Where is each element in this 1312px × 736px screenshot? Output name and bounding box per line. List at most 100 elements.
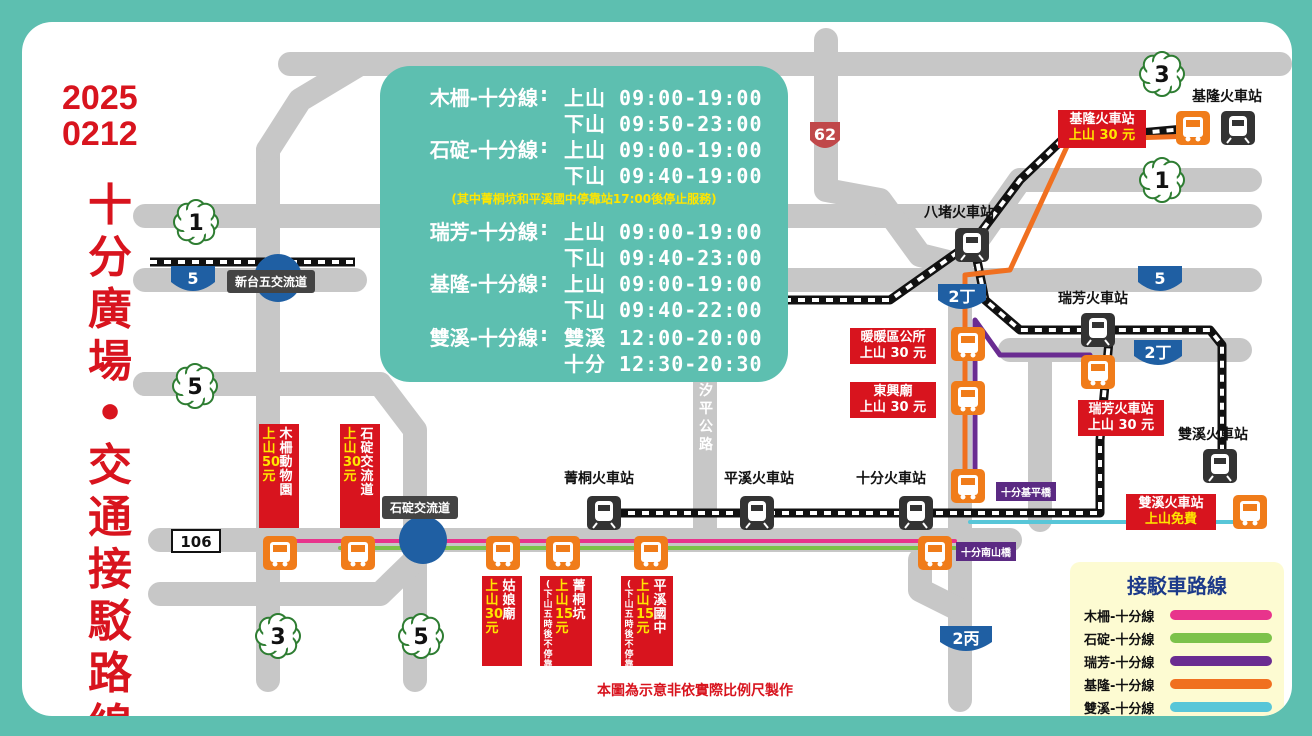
train-rail xyxy=(904,522,910,529)
flower-center xyxy=(1147,165,1177,195)
title-char: 交 xyxy=(88,440,132,491)
date-year: 2025 xyxy=(62,79,138,117)
legend-item-label: 石碇-十分線 xyxy=(1084,633,1155,648)
stop-char: 元 xyxy=(262,469,276,484)
train-window xyxy=(751,505,763,511)
stop-char: 靠 xyxy=(543,660,553,670)
bus-wheel xyxy=(282,561,288,567)
stop-shuangxi-station: 雙溪火車站 上山免費 xyxy=(1126,494,1216,530)
stop-char: 物 xyxy=(279,469,293,484)
highway-5-shield: 5 xyxy=(1138,266,1182,291)
legend: 接駁車路線 木柵-十分線石碇-十分線瑞芳-十分線基隆-十分線雙溪-十分線 xyxy=(1070,562,1284,716)
title-char: 廣 xyxy=(88,284,132,335)
stop-shuangxi-name: 雙溪火車站 xyxy=(1138,496,1204,511)
train-station-icon xyxy=(955,228,989,262)
stop-char: 五 xyxy=(543,610,553,620)
schedule-row: 雙溪-十分線:雙溪 12:00-20:00 xyxy=(380,322,788,350)
bus-window xyxy=(1243,504,1257,511)
bus-stop-icon xyxy=(951,381,985,415)
highway-shield xyxy=(1138,266,1182,291)
schedule-time: 上山 09:00-19:00 xyxy=(564,220,763,244)
train-station-icon xyxy=(899,496,933,530)
bus-stop-icon xyxy=(263,536,297,570)
bus-window xyxy=(961,390,975,397)
legend-item-label: 雙溪-十分線 xyxy=(1084,702,1155,716)
train-rail xyxy=(1226,137,1232,144)
road-char: 汐 xyxy=(699,383,713,399)
stop-char: 流 xyxy=(360,469,374,484)
schedule-row: 木柵-十分線:上山 09:00-19:00 xyxy=(380,82,788,110)
bus-stop-icon xyxy=(486,536,520,570)
stop-char: 溪 xyxy=(653,593,667,608)
station-label-pingxi: 平溪火車站 xyxy=(724,471,794,487)
bridge-shifen-nanshan: 十分南山橋 xyxy=(956,542,1016,561)
stop-text-column: 木柵動物園 xyxy=(279,428,293,498)
route-1-marker: 1 xyxy=(1139,157,1185,203)
stop-nuannuan-name: 暖暖區公所 xyxy=(860,330,926,345)
stop-char: 15 xyxy=(636,607,655,622)
stop-char: 停 xyxy=(624,650,634,660)
road xyxy=(148,548,427,606)
bus-wheel xyxy=(350,561,356,567)
bus-wheel xyxy=(1252,520,1258,526)
stop-keelung-station: 基隆火車站 上山 30 元 xyxy=(1058,110,1146,148)
schedule-row: 下山 09:40-22:00 xyxy=(380,294,788,322)
stop-char: 碇 xyxy=(360,441,374,456)
highway-shield xyxy=(1134,340,1182,365)
stop-char: 動 xyxy=(279,455,293,470)
stop-char: 道 xyxy=(360,483,374,498)
train-station-icon xyxy=(1221,111,1255,145)
bus-wheel xyxy=(937,561,943,567)
train-rail xyxy=(1208,475,1214,482)
stop-char: 時 xyxy=(543,620,553,630)
train-rail xyxy=(978,254,984,261)
bus-wheel xyxy=(1242,520,1248,526)
stop-char: ( xyxy=(545,580,551,590)
legend-item-label: 瑞芳-十分線 xyxy=(1084,656,1155,671)
stop-text-column: 平溪國中 xyxy=(653,580,667,636)
stop-char: 山 xyxy=(262,441,276,456)
bus-wheel xyxy=(927,561,933,567)
stop-char: 山 xyxy=(485,593,499,608)
bus-stop-icon xyxy=(1176,111,1210,145)
stop-text-column: 菁桐坑 xyxy=(572,580,586,622)
legend-title: 接駁車路線 xyxy=(1127,574,1227,598)
bus-wheel xyxy=(505,561,511,567)
route-62-marker: 62 xyxy=(810,122,840,148)
stop-char: 後 xyxy=(543,630,553,640)
bus-stop-icon xyxy=(951,327,985,361)
schedule-colon: : xyxy=(540,134,548,158)
train-station-icon xyxy=(587,496,621,530)
schedule-route: 石碇-十分線 xyxy=(429,138,538,162)
route-106-box xyxy=(171,529,221,553)
route-5-marker: 5 xyxy=(172,363,218,409)
stop-char: 交 xyxy=(360,455,374,470)
title-char: 十 xyxy=(88,180,132,231)
date-label: 2025 0212 xyxy=(62,80,138,152)
stop-char: 菁 xyxy=(572,579,586,594)
stop-char: 山 xyxy=(636,593,650,608)
stop-char: 時 xyxy=(624,620,634,630)
stop-ruifang-fare: 上山 30 元 xyxy=(1087,418,1155,433)
stop-dongxing-fare: 上山 30 元 xyxy=(859,400,927,415)
stop-char: ) xyxy=(545,670,551,680)
schedule-route: 木柵-十分線 xyxy=(429,86,538,110)
train-rail xyxy=(745,522,751,529)
stop-char: 元 xyxy=(555,621,569,636)
schedule-row: 十分 12:30-20:30 xyxy=(380,348,788,376)
schedule-route: 基隆-十分線 xyxy=(429,272,538,296)
schedule-time: 雙溪 12:00-20:00 xyxy=(564,326,763,350)
bus-wheel xyxy=(565,561,571,567)
stop-dongxing-name: 東興廟 xyxy=(873,384,913,399)
route-106-number: 106 xyxy=(180,533,211,551)
flower-center xyxy=(1147,59,1177,89)
train-station-icon xyxy=(740,496,774,530)
train-station-icon xyxy=(1203,449,1237,483)
schedule-time: 下山 09:50-23:00 xyxy=(564,112,763,136)
train-window xyxy=(1232,120,1244,126)
highway-number: 2丁 xyxy=(1144,343,1171,362)
flower-center xyxy=(180,371,210,401)
